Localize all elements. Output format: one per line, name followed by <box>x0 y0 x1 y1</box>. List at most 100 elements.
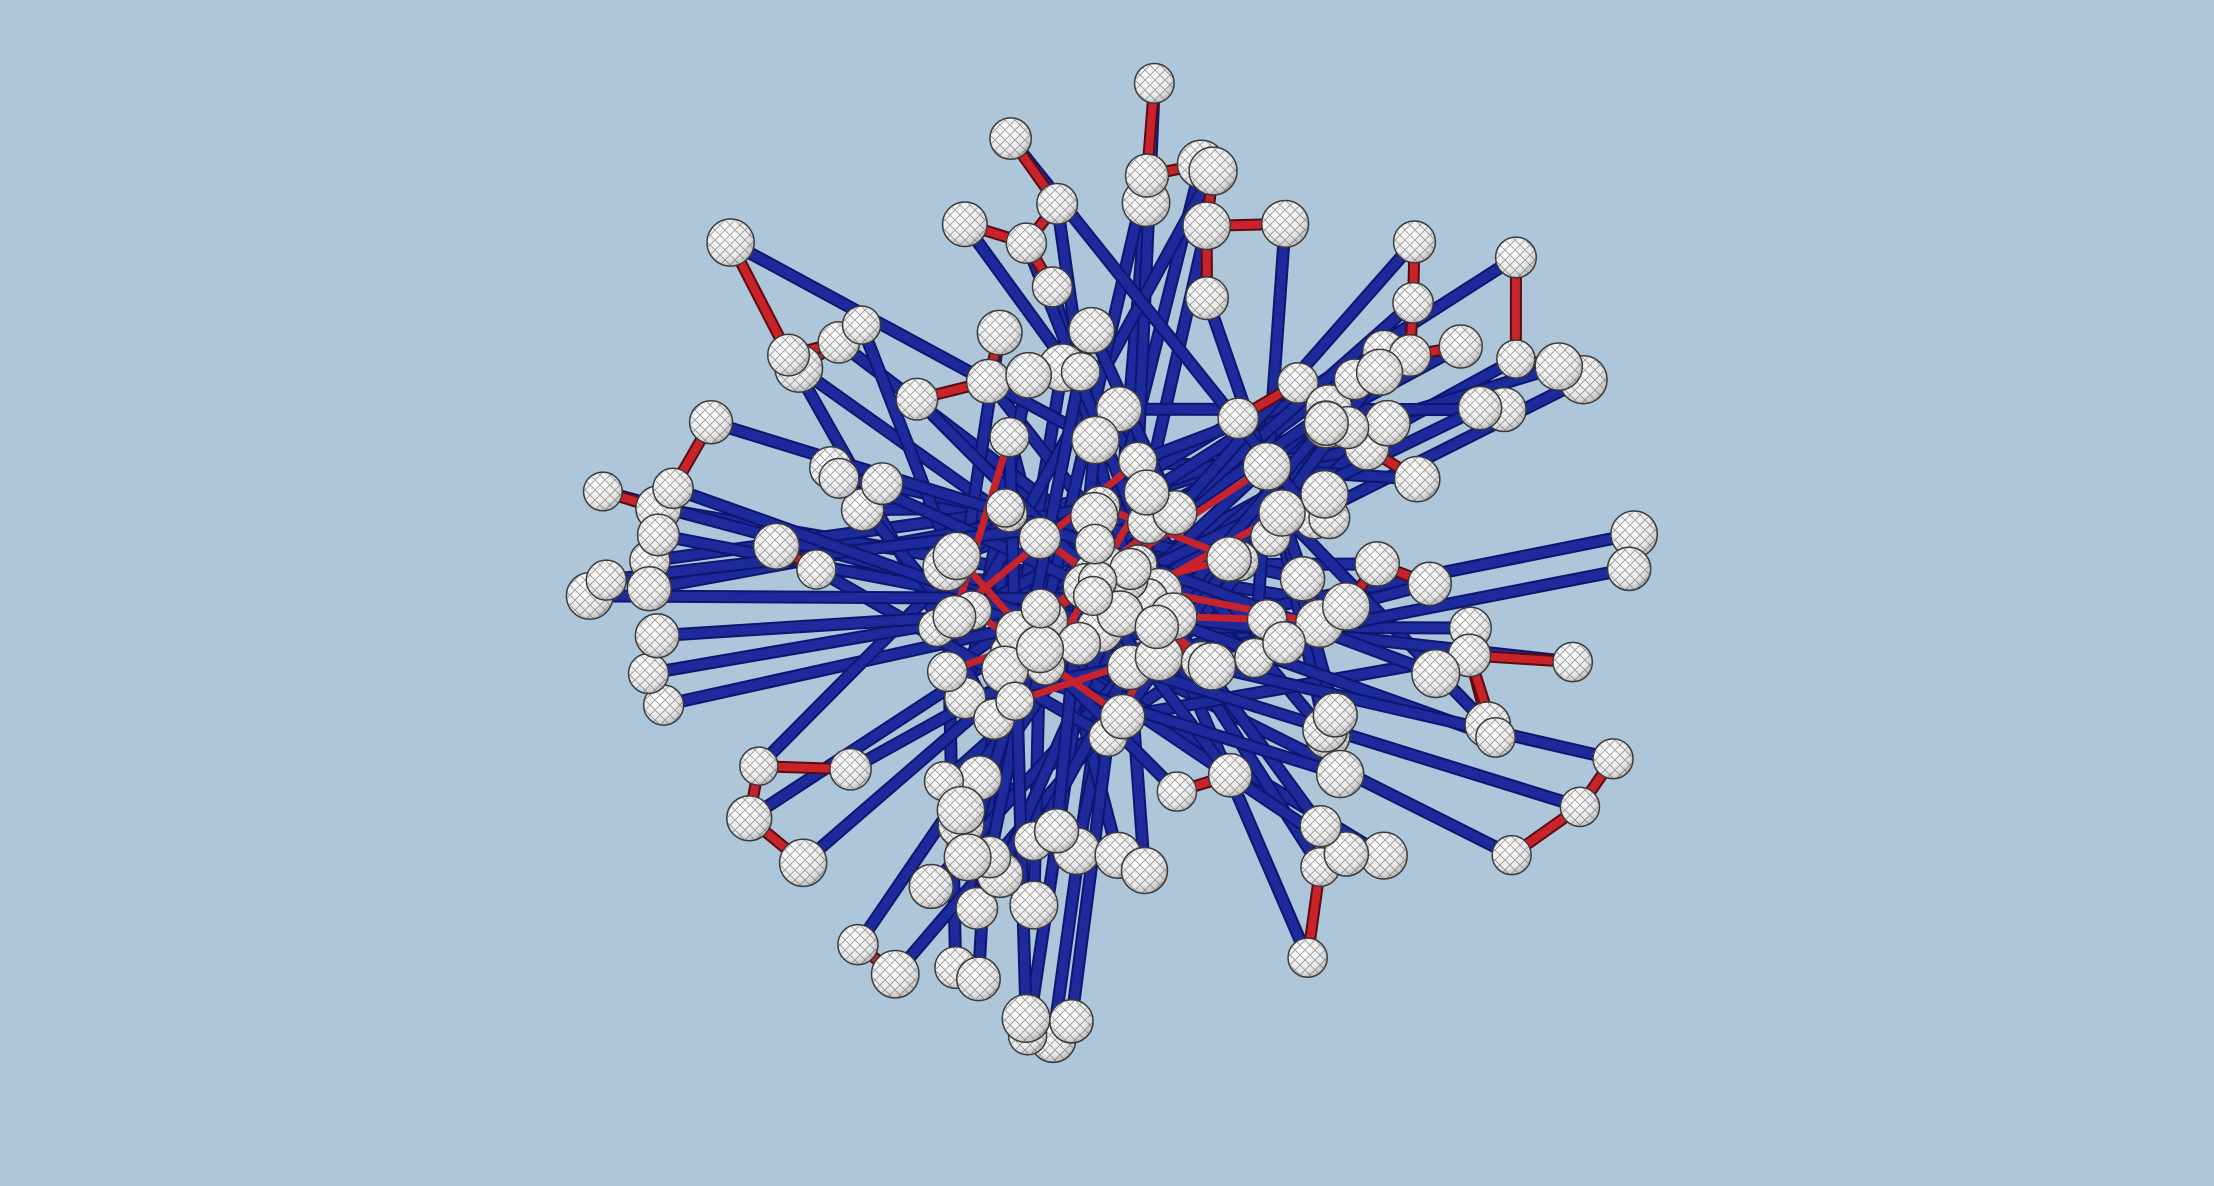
node-sphere <box>1031 266 1074 308</box>
node-sphere <box>985 488 1026 528</box>
node-sphere <box>1134 604 1180 650</box>
node-sphere <box>1242 441 1292 491</box>
node-sphere <box>1407 561 1453 607</box>
node-sphere <box>932 531 982 581</box>
node-sphere <box>1074 523 1116 565</box>
node-sphere <box>870 949 920 999</box>
node-sphere <box>941 201 988 248</box>
node-sphere <box>1206 536 1252 582</box>
node-sphere <box>1072 575 1114 617</box>
inner-edge <box>1066 732 1113 1026</box>
node-sphere <box>955 886 999 930</box>
outer-edge <box>950 433 1014 621</box>
node-sphere <box>1475 716 1516 758</box>
node-sphere <box>1411 648 1461 699</box>
node-sphere <box>1001 993 1051 1043</box>
inner-edge <box>726 238 1100 445</box>
node-sphere <box>1276 361 1319 404</box>
node-sphere <box>1393 455 1441 503</box>
node-sphere <box>981 645 1030 694</box>
node-sphere <box>1262 621 1307 665</box>
node-sphere <box>1009 880 1059 930</box>
node-sphere <box>932 594 977 639</box>
node-sphere <box>1491 834 1532 876</box>
node-sphere <box>796 549 837 590</box>
node-sphere <box>1392 281 1435 324</box>
node-sphere <box>1355 348 1404 397</box>
node-sphere <box>1287 937 1328 979</box>
inner-edge <box>1152 418 1331 632</box>
node-sphere <box>1188 146 1238 196</box>
node-sphere <box>1606 546 1652 592</box>
node-sphere <box>1049 998 1094 1044</box>
node-sphere <box>706 218 755 267</box>
node-sphere <box>752 522 801 570</box>
node-sphere <box>1457 385 1503 431</box>
node-sphere <box>936 785 986 835</box>
node-sphere <box>1496 339 1536 379</box>
node-sphere <box>1123 469 1170 516</box>
node-sphere <box>895 377 939 421</box>
node-sphere <box>1303 400 1349 446</box>
node-sphere <box>1359 831 1408 880</box>
node-sphere <box>739 746 779 786</box>
inner-edge <box>1249 219 1290 663</box>
node-sphere <box>1071 415 1120 465</box>
node-sphere <box>989 416 1030 458</box>
node-sphere <box>1015 625 1065 674</box>
nodes-group <box>565 62 1659 1064</box>
node-sphere <box>1559 786 1601 828</box>
node-sphere <box>1033 808 1080 854</box>
node-sphere <box>1207 752 1253 798</box>
node-sphere <box>1005 351 1053 399</box>
node-sphere <box>989 117 1033 160</box>
node-sphere <box>1156 771 1198 812</box>
node-sphere <box>1258 489 1306 537</box>
node-sphere <box>841 305 882 345</box>
node-sphere <box>829 747 872 791</box>
node-sphere <box>1184 276 1230 321</box>
node-sphere <box>1321 582 1371 631</box>
inner-edge <box>652 612 959 641</box>
node-sphere <box>1260 199 1310 248</box>
node-sphere <box>1312 692 1358 738</box>
node-sphere <box>1036 182 1079 225</box>
node-sphere <box>1354 541 1401 587</box>
node-sphere <box>582 471 623 512</box>
node-sphere <box>1323 831 1370 877</box>
node-sphere <box>1120 846 1169 895</box>
node-sphere <box>837 923 879 966</box>
node-sphere <box>1438 324 1484 369</box>
node-sphere <box>1187 642 1237 691</box>
node-sphere <box>1610 510 1659 559</box>
node-sphere <box>626 565 672 612</box>
node-sphere <box>1020 588 1061 629</box>
node-sphere <box>1133 62 1175 104</box>
node-sphere <box>652 467 694 510</box>
node-sphere <box>1315 749 1365 799</box>
node-sphere <box>766 333 811 377</box>
node-sphere <box>726 795 773 842</box>
inner-edge <box>585 591 1113 604</box>
node-sphere <box>636 513 680 557</box>
node-sphere <box>1299 804 1342 848</box>
node-sphere <box>1392 220 1437 264</box>
node-sphere <box>860 462 904 506</box>
inner-edge <box>706 417 1014 519</box>
node-sphere <box>818 457 860 499</box>
node-sphere <box>976 309 1023 356</box>
node-sphere <box>943 833 992 882</box>
node-sphere <box>995 681 1035 721</box>
node-sphere <box>926 651 969 693</box>
node-sphere <box>1060 351 1101 392</box>
node-sphere <box>1552 641 1594 683</box>
inner-edge <box>1125 662 1585 812</box>
node-sphere <box>1279 555 1326 602</box>
node-sphere <box>1068 306 1116 354</box>
node-sphere <box>965 358 1012 405</box>
node-sphere <box>1534 342 1584 391</box>
node-sphere <box>585 559 628 601</box>
node-sphere <box>908 863 954 910</box>
